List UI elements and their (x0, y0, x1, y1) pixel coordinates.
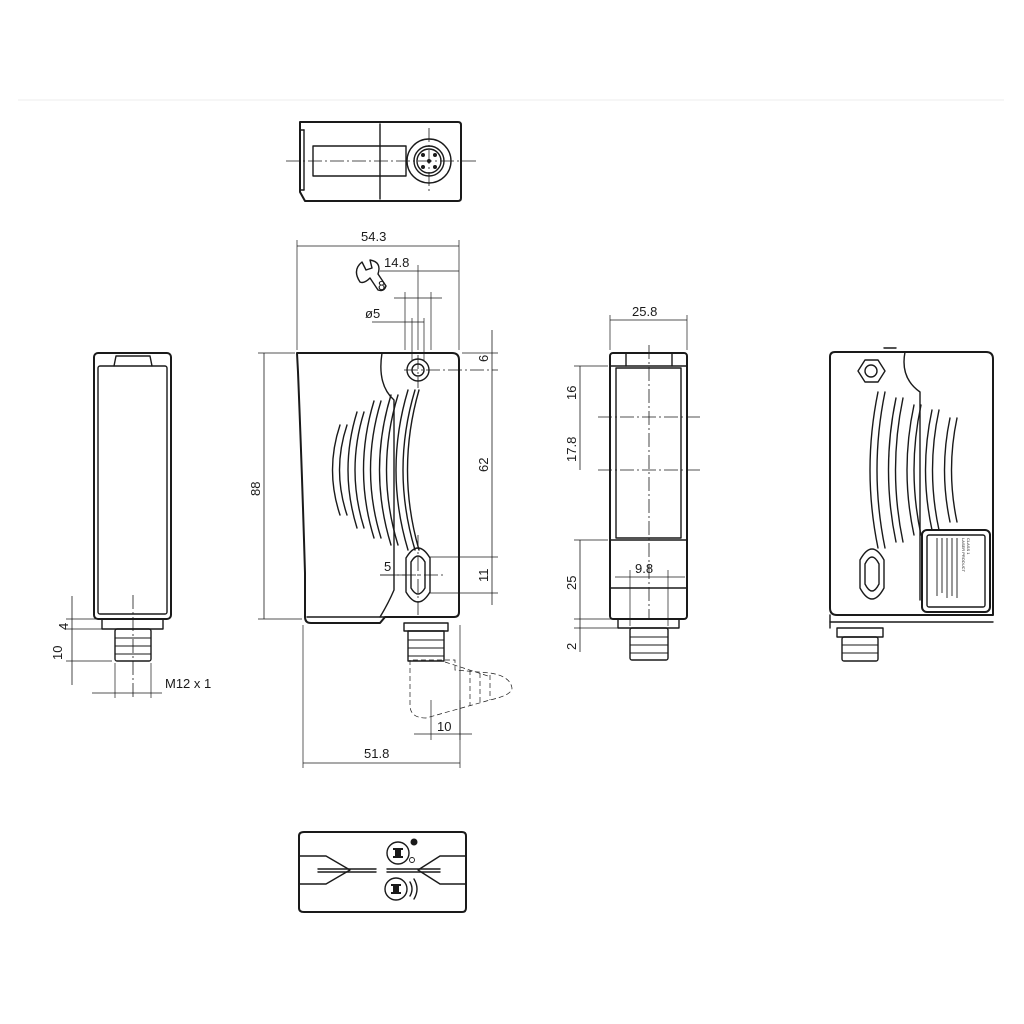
dim-hole-spacing: 62 (476, 458, 491, 472)
dim-height: 88 (248, 482, 263, 496)
led-indicator-icon (409, 838, 418, 863)
front-view: 54.3 14.8 8 ø5 6 62 11 5 8 (248, 229, 513, 768)
sensitivity-adjust-icon (384, 877, 418, 901)
dim-window-top: 16 (564, 386, 579, 400)
dim-hole-diameter: ø5 (365, 306, 380, 321)
label-line2: LASER PRODUCT (961, 538, 966, 573)
dim-connector-thread: M12 x 1 (165, 676, 211, 691)
dim-base-width: 51.8 (364, 746, 389, 761)
dim-connector-offset: 10 (437, 719, 451, 734)
dim-slot-width: 5 (384, 559, 391, 574)
dim-side-width: 25.8 (632, 304, 657, 319)
dim-lower-section: 25 (564, 576, 579, 590)
cable-connector-outline (409, 659, 513, 719)
dim-wrench-width: 14.8 (384, 255, 409, 270)
dim-connector-length: 10 (50, 646, 65, 660)
dim-bottom-gap: 2 (564, 643, 579, 650)
dim-connector-spacing: 9.8 (635, 561, 653, 576)
wrench-icon (355, 259, 387, 292)
potentiometer-icon (386, 841, 410, 865)
bottom-view (298, 831, 467, 913)
top-view (286, 121, 478, 202)
laser-warning-label (921, 529, 991, 613)
dim-overall-width: 54.3 (361, 229, 386, 244)
dim-window-height: 17.8 (564, 437, 579, 462)
right-side-view: 25.8 16 17.8 25 2 9.8 (564, 304, 700, 661)
dim-slot-length: 11 (476, 569, 491, 583)
dim-connector-collar: 4 (56, 623, 71, 630)
dim-hole-offset: 6 (476, 355, 491, 362)
label-line1: CLASS 1 (966, 538, 971, 555)
back-view: CLASS 1 LASER PRODUCT (829, 347, 994, 662)
dim-wrench-sub: 8 (378, 278, 385, 293)
left-side-view: 4 10 M12 x 1 (50, 352, 211, 700)
